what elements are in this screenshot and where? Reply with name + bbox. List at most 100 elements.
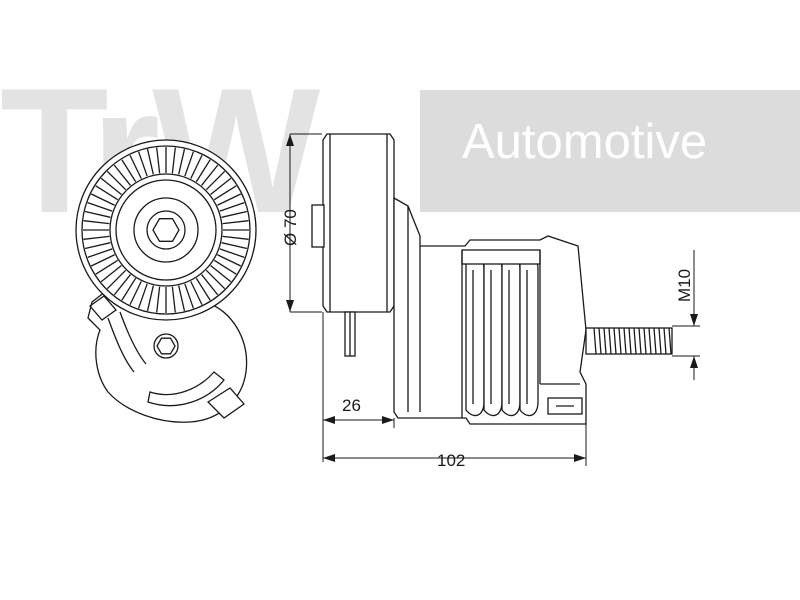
stud-thread <box>628 327 632 355</box>
stud-thread <box>668 327 672 355</box>
pulley-rib <box>217 254 242 267</box>
pulley-rib <box>83 220 110 225</box>
pulley-rib <box>137 151 148 177</box>
pulley-rib <box>219 201 245 212</box>
pulley-rib <box>156 147 161 174</box>
stud-thread <box>658 327 662 355</box>
pulley-rib <box>121 277 137 301</box>
arm-slot <box>107 317 135 373</box>
spring <box>461 249 541 417</box>
pulley-rib <box>205 269 226 290</box>
pulley-hub <box>133 197 199 263</box>
offset-label: 26 <box>342 396 361 415</box>
pulley-rib <box>221 242 248 250</box>
side-view <box>311 133 673 425</box>
pulley-rib <box>137 283 148 309</box>
arm-slot-2 <box>119 311 147 365</box>
pulley-rib <box>100 265 122 283</box>
arm-lower-slot <box>147 371 225 407</box>
arm-lug-top <box>89 295 117 321</box>
pulley-rib <box>95 185 119 201</box>
pulley-rib <box>87 248 113 259</box>
pulley-rib <box>178 148 186 175</box>
dimensions: Ø 70 M10 26 102 <box>281 133 700 470</box>
pulley-web <box>115 179 217 281</box>
pivot-nut <box>156 337 176 355</box>
stud-thread <box>653 327 657 355</box>
pulley-rib <box>213 185 237 201</box>
pulley-bolt-icon <box>152 218 180 242</box>
spring-coil <box>501 254 521 417</box>
pulley-rib <box>90 254 115 267</box>
pulley-rib <box>156 286 161 313</box>
pulley-rib <box>222 220 249 225</box>
stud-thread <box>643 327 647 355</box>
pulley-rib <box>201 274 219 296</box>
pulley-inner-ring <box>109 173 223 287</box>
pulley-rib <box>210 265 232 283</box>
pulley-rib <box>184 151 195 177</box>
pulley-rib <box>129 281 142 306</box>
spring-coil <box>465 254 485 417</box>
pulley-rib <box>106 269 127 290</box>
stud-thread <box>663 327 667 355</box>
stud-thread <box>593 327 597 355</box>
pulley-rib <box>100 177 122 195</box>
pulley-rib <box>146 285 154 312</box>
pulley-rib <box>221 210 248 218</box>
pulley-rib <box>146 148 154 175</box>
pulley-rib <box>217 193 242 206</box>
watermark-box <box>420 90 800 212</box>
spring-coil <box>483 254 503 417</box>
pulley-rib <box>90 193 115 206</box>
pulley-rib <box>113 274 131 296</box>
pulley-rib <box>84 210 111 218</box>
pulley-rib <box>219 248 245 259</box>
watermark-brand-text: Automotive <box>462 115 708 169</box>
arm-lug <box>206 387 245 419</box>
pulley-rib <box>84 242 111 250</box>
pulley-rib <box>87 201 113 212</box>
pulley-rim <box>81 145 251 315</box>
pulley-rib <box>190 154 203 179</box>
stud-thread <box>608 327 612 355</box>
stud-thread <box>638 327 642 355</box>
spring-cap <box>461 249 541 265</box>
threaded-stud <box>585 327 673 355</box>
pulley-rib <box>210 177 232 195</box>
stud-thread <box>603 327 607 355</box>
pulley-rib <box>171 147 176 174</box>
length-label: 102 <box>437 451 465 470</box>
stud-thread <box>613 327 617 355</box>
end-slot <box>547 397 583 415</box>
pulley-rib <box>222 235 249 240</box>
pulley-rib <box>95 259 119 275</box>
stud-thread <box>623 327 627 355</box>
pulley-rib <box>201 164 219 186</box>
spring-coil <box>519 254 539 417</box>
pulley-rib <box>171 286 176 313</box>
pulley-rib <box>106 170 127 191</box>
pulley-rib <box>213 259 237 275</box>
thread-label: M10 <box>675 269 694 302</box>
diameter-label: Ø 70 <box>281 209 300 246</box>
pulley-side-body <box>322 133 395 313</box>
pulley-rib <box>184 283 195 309</box>
pulley-rib <box>195 159 211 183</box>
pulley-rib <box>113 164 131 186</box>
front-view <box>75 139 257 423</box>
bolt-stub <box>311 204 325 248</box>
stud-thread <box>633 327 637 355</box>
pulley-rib <box>121 159 137 183</box>
stud-thread <box>598 327 602 355</box>
pulley-washer <box>146 210 186 250</box>
stud-thread <box>648 327 652 355</box>
stud-thread <box>618 327 622 355</box>
pulley-rib <box>83 235 110 240</box>
pulley-rib <box>178 285 186 312</box>
pulley-rib <box>129 154 142 179</box>
pulley-rib <box>205 170 226 191</box>
pulley-rib <box>190 281 203 306</box>
pulley-rib <box>195 277 211 301</box>
